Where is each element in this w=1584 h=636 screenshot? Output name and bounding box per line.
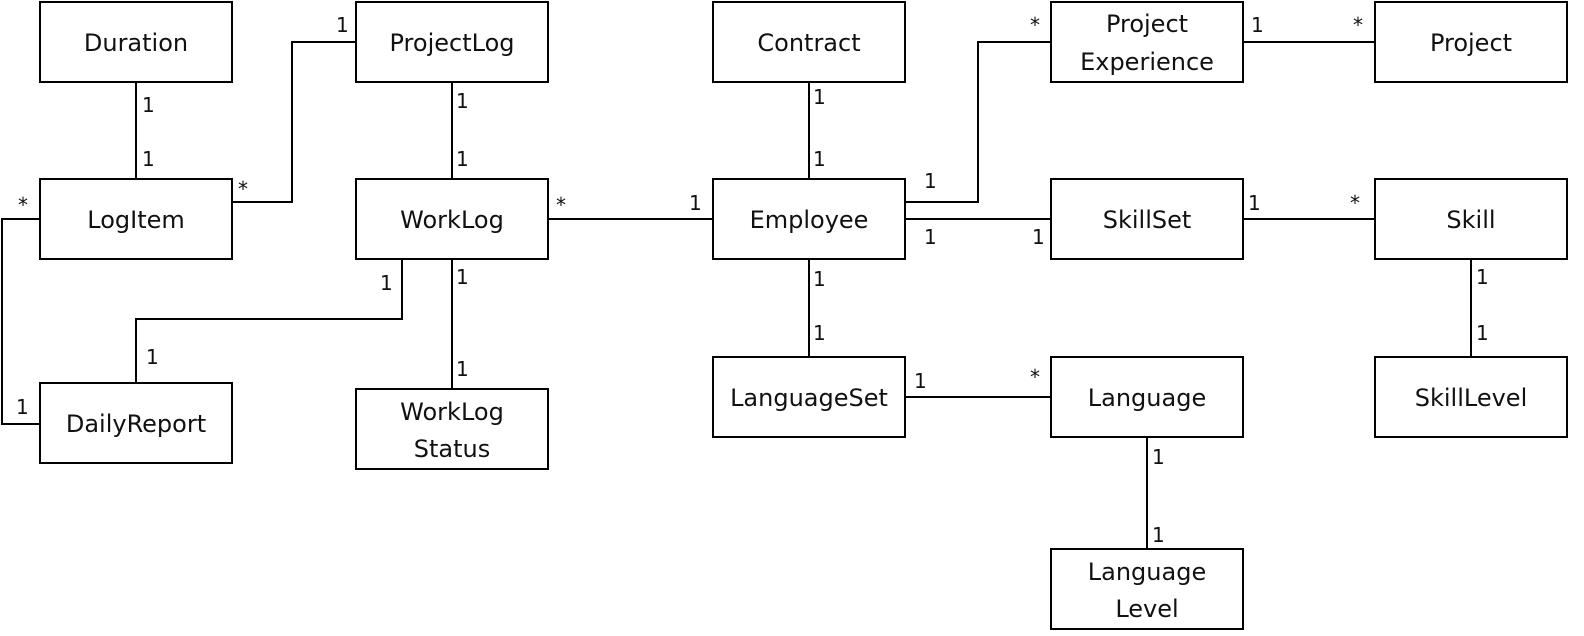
mult-worklog-top-end: 1	[456, 147, 469, 171]
mult-employee-left-end: 1	[689, 191, 702, 215]
mult-skillset-right-end: 1	[1248, 191, 1261, 215]
class-logitem-label: LogItem	[87, 206, 185, 234]
assoc-logitem-dailyreport	[1, 218, 40, 425]
mult-worklog-right-end: *	[556, 193, 566, 217]
mult-projectlog-bottom-end: 1	[456, 89, 469, 113]
mult-projectexperience-right-end: 1	[1251, 13, 1264, 37]
mult-worklog-bottom-end: 1	[456, 265, 469, 289]
mult-language-bottom-end: 1	[1152, 445, 1165, 469]
class-worklogstatus: WorkLog Status	[355, 388, 549, 470]
multiplicities: 1 1 * 1 * 1 1 1 * 1 1 1 1 1 1 1 1 * 1 1 …	[16, 13, 1489, 547]
assoc-logitem-projectlog	[232, 41, 356, 203]
mult-projectexperience-left-end: *	[1030, 13, 1040, 37]
mult-contract-bottom-end: 1	[813, 85, 826, 109]
class-skill: Skill	[1374, 178, 1568, 260]
class-language: Language	[1050, 356, 1244, 438]
class-worklog-label: WorkLog	[400, 206, 504, 234]
class-projectlog: ProjectLog	[355, 1, 549, 83]
mult-worklogstatus-top-end: 1	[456, 357, 469, 381]
mult-languagelevel-top-end: 1	[1152, 523, 1165, 547]
class-contract-label: Contract	[757, 29, 860, 57]
class-skilllevel-label: SkillLevel	[1415, 384, 1528, 412]
class-dailyreport: DailyReport	[39, 382, 233, 464]
mult-skilllevel-top-end: 1	[1476, 321, 1489, 345]
mult-languageset-right-end: 1	[914, 369, 927, 393]
assoc-employee-projectexperience	[905, 41, 1051, 203]
class-project: Project	[1374, 1, 1568, 83]
mult-logitem-right-end: *	[238, 177, 248, 201]
class-duration: Duration	[39, 1, 233, 83]
class-languagelevel: Language Level	[1050, 548, 1244, 630]
class-languagelevel-label-line2: Level	[1115, 595, 1178, 623]
mult-logitem-left-end: *	[18, 193, 28, 217]
mult-project-left-end: *	[1353, 13, 1363, 37]
class-projectlog-label: ProjectLog	[390, 29, 515, 57]
mult-languageset-top-end: 1	[813, 321, 826, 345]
mult-employee-right-end: 1	[924, 225, 937, 249]
class-skill-label: Skill	[1446, 206, 1495, 234]
associations	[1, 41, 1472, 549]
class-project-label: Project	[1430, 29, 1512, 57]
class-languageset: LanguageSet	[712, 356, 906, 438]
mult-language-left-end: *	[1030, 365, 1040, 389]
assoc-worklog-dailyreport	[135, 259, 403, 383]
class-skillset: SkillSet	[1050, 178, 1244, 260]
mult-skill-bottom-end: 1	[1476, 265, 1489, 289]
class-contract: Contract	[712, 1, 906, 83]
class-languageset-label: LanguageSet	[730, 384, 888, 412]
class-worklog: WorkLog	[355, 178, 549, 260]
class-duration-label: Duration	[84, 29, 188, 57]
class-language-label: Language	[1088, 384, 1206, 412]
class-skillset-label: SkillSet	[1103, 206, 1192, 234]
mult-employee-top-end: 1	[813, 147, 826, 171]
class-logitem: LogItem	[39, 178, 233, 260]
mult-employee-topright-end: 1	[924, 169, 937, 193]
mult-projectlog-left-end: 1	[336, 13, 349, 37]
mult-skillset-left-end: 1	[1032, 225, 1045, 249]
class-languagelevel-label-line1: Language	[1088, 558, 1206, 586]
mult-logitem-top-end: 1	[142, 147, 155, 171]
class-projectexperience-label-line1: Project	[1106, 10, 1188, 38]
class-worklogstatus-label-line2: Status	[414, 435, 490, 463]
class-employee: Employee	[712, 178, 906, 260]
mult-duration-end: 1	[142, 93, 155, 117]
mult-employee-bottom-end: 1	[813, 267, 826, 291]
class-employee-label: Employee	[750, 206, 869, 234]
mult-worklog-bottom-left-end: 1	[380, 271, 393, 295]
mult-dailyreport-left-end: 1	[16, 395, 29, 419]
class-worklogstatus-label-line1: WorkLog	[400, 398, 504, 426]
mult-dailyreport-top-end: 1	[146, 345, 159, 369]
class-projectexperience: Project Experience	[1050, 1, 1244, 83]
mult-skill-left-end: *	[1350, 191, 1360, 215]
class-skilllevel: SkillLevel	[1374, 356, 1568, 438]
class-projectexperience-label-line2: Experience	[1080, 48, 1214, 76]
class-dailyreport-label: DailyReport	[66, 410, 206, 438]
